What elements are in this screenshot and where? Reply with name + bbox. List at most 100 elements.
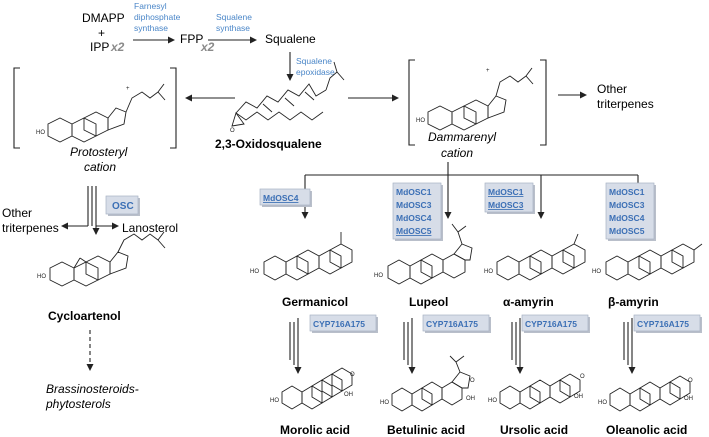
- betulinic-ho: HO: [380, 400, 389, 406]
- cyp-box-germanicol: CYP716A175: [309, 314, 378, 333]
- other-left-line1: Other: [2, 206, 32, 220]
- betulinic-acid-structure: HO O OH: [380, 355, 475, 412]
- morolic-oh: OH: [344, 392, 353, 398]
- lupeol-structure: HO: [374, 223, 473, 285]
- fds-enzyme-line3: synthase: [134, 23, 168, 33]
- betulinic-o: O: [470, 378, 475, 384]
- mdosc-alpha-0: MdOSC1: [488, 187, 524, 197]
- ursolic-acid-label: Ursolic acid: [500, 423, 568, 437]
- mdosc-box-beta-amyrin: MdOSC1 MdOSC3 MdOSC4 MdOSC5: [605, 182, 656, 241]
- cyp-germanicol: CYP716A175: [313, 319, 365, 329]
- cyp-arrows-germanicol: [289, 318, 302, 374]
- morolic-ho: HO: [270, 398, 279, 404]
- oleanolic-ho: HO: [598, 400, 607, 406]
- ursolic-acid-structure: HO O OH: [488, 373, 585, 410]
- squalene-label: Squalene: [265, 32, 316, 46]
- mdosc-lupeol-0: MdOSC1: [396, 187, 432, 197]
- protosteryl-bracket-left: [13, 67, 20, 149]
- beta-amyrin-structure: HO: [592, 243, 703, 281]
- ursolic-ho: HO: [488, 398, 497, 404]
- oleanolic-o: O: [688, 378, 693, 384]
- germanicol-label: Germanicol: [282, 295, 348, 309]
- other-right-line2: triterpenes: [597, 97, 654, 111]
- ursolic-o: O: [580, 374, 585, 380]
- cyp-arrows-beta-amyrin: [623, 318, 636, 374]
- dammarenyl-ho: HO: [416, 118, 425, 124]
- mdosc-lupeol-3: MdOSC5: [396, 226, 432, 236]
- lupeol-ho: HO: [374, 273, 383, 279]
- brassino-line2: phytosterols: [45, 397, 111, 411]
- alpha-amyrin-ho: HO: [484, 269, 493, 275]
- beta-amyrin-label: β-amyrin: [608, 295, 659, 309]
- mdosc-box-germanicol: MdOSC4: [259, 188, 312, 207]
- oleanolic-oh: OH: [684, 396, 693, 402]
- mdosc-box-lupeol: MdOSC1 MdOSC3 MdOSC4 MdOSC5: [392, 182, 443, 241]
- cycloartenol-label: Cycloartenol: [48, 309, 121, 323]
- fds-enzyme-line1: Farnesyl: [134, 1, 167, 11]
- oxidosqualene-label: 2,3-Oxidosqualene: [215, 137, 322, 151]
- mdosc-beta-3: MdOSC5: [609, 226, 645, 236]
- fpp-label: FPP: [180, 32, 203, 46]
- cycloartenol-ho: HO: [37, 274, 46, 280]
- morolic-o: O: [350, 372, 355, 378]
- other-left-line2: triterpenes: [2, 221, 59, 235]
- protosteryl-line1: Protosteryl: [70, 145, 128, 159]
- dammarenyl-line2: cation: [441, 146, 473, 160]
- ipp-multiplier: x2: [110, 40, 125, 54]
- cyp-box-beta-amyrin: CYP716A175: [633, 314, 702, 333]
- germanicol-structure: HO: [250, 232, 353, 281]
- ursolic-oh: OH: [574, 394, 583, 400]
- betulinic-oh: OH: [466, 396, 475, 402]
- lanosterol-label: Lanosterol: [122, 221, 178, 235]
- dammarenyl-charge: +: [486, 68, 490, 74]
- fpp-multiplier: x2: [200, 40, 215, 54]
- protosteryl-structure: + HO: [36, 83, 166, 143]
- cyp-alpha-amyrin: CYP716A175: [525, 319, 577, 329]
- dammarenyl-line1: Dammarenyl: [428, 130, 496, 144]
- protosteryl-line2: cation: [84, 160, 116, 174]
- epoxide-oxygen: O: [230, 128, 235, 134]
- betulinic-acid-label: Betulinic acid: [387, 423, 465, 437]
- oleanolic-acid-structure: HO O OH: [598, 375, 693, 412]
- cyp-box-lupeol: CYP716A175: [422, 314, 491, 333]
- osc-box: OSC: [105, 195, 140, 216]
- sqe-enzyme-line1: Squalene: [296, 56, 332, 66]
- mdosc-box-alpha-amyrin: MdOSC1 MdOSC3: [484, 182, 535, 214]
- mdosc-beta-2: MdOSC4: [609, 213, 645, 223]
- alpha-amyrin-label: α-amyrin: [503, 295, 554, 309]
- mdosc-alpha-1: MdOSC3: [488, 200, 524, 210]
- cyp-arrows-alpha-amyrin: [511, 318, 524, 374]
- morolic-acid-label: Morolic acid: [280, 423, 350, 437]
- protosteryl-bracket-right: [170, 67, 177, 149]
- cyp-beta-amyrin: CYP716A175: [637, 319, 689, 329]
- protosteryl-charge: +: [126, 86, 130, 92]
- mdosc-germanicol-0: MdOSC4: [263, 193, 299, 203]
- lupeol-label: Lupeol: [409, 295, 448, 309]
- brassino-line1: Brassinosteroids-: [46, 382, 139, 396]
- sqs-enzyme-line2: synthase: [216, 23, 250, 33]
- cyp-box-alpha-amyrin: CYP716A175: [521, 314, 590, 333]
- ipp-label: IPP: [90, 40, 109, 54]
- dammarenyl-bracket-right: [540, 59, 547, 146]
- mdosc-beta-0: MdOSC1: [609, 187, 645, 197]
- germanicol-ho: HO: [250, 269, 259, 275]
- alpha-amyrin-structure: HO: [484, 233, 586, 281]
- beta-amyrin-ho: HO: [592, 269, 601, 275]
- osc-label: OSC: [112, 201, 134, 212]
- protosteryl-ho: HO: [36, 130, 45, 136]
- oleanolic-acid-label: Oleanolic acid: [606, 423, 687, 437]
- sqe-enzyme-line2: epoxidase: [296, 67, 335, 77]
- dammarenyl-bracket-left: [408, 59, 415, 146]
- cycloartenol-structure: HO: [37, 231, 166, 287]
- morolic-acid-structure: HO O OH: [270, 367, 355, 410]
- dammarenyl-structure: + HO: [416, 67, 534, 131]
- plus-sign: +: [98, 26, 105, 40]
- cyp-lupeol: CYP716A175: [426, 319, 478, 329]
- fds-enzyme-line2: diphosphate: [134, 12, 181, 22]
- mdosc-lupeol-1: MdOSC3: [396, 200, 432, 210]
- dmapp-label: DMAPP: [82, 11, 125, 25]
- oxidosqualene-structure: O: [230, 61, 345, 134]
- mdosc-lupeol-2: MdOSC4: [396, 213, 432, 223]
- mdosc-beta-1: MdOSC3: [609, 200, 645, 210]
